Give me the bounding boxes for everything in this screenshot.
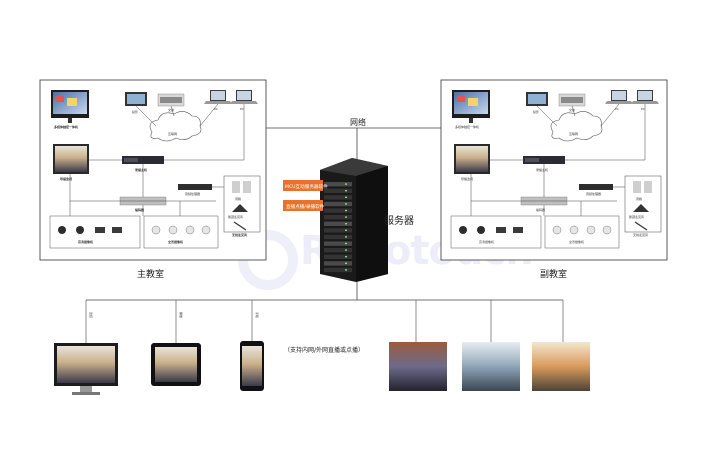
rack-led	[345, 229, 347, 231]
rack-led	[345, 249, 347, 251]
rack-slot	[324, 228, 352, 233]
server-tag-1: MCU互动服务器软件	[285, 183, 328, 190]
rack-led	[345, 262, 347, 264]
sub-room-label: 副教室	[540, 268, 567, 280]
rack-led	[345, 209, 347, 212]
svg-text:多媒体触控一体机: 多媒体触控一体机	[54, 124, 78, 129]
rack-led	[345, 236, 347, 238]
network-label: 网络	[350, 117, 366, 127]
server-rack-slots	[324, 182, 352, 273]
support-note: （支持内网/外网直播或点播）	[284, 346, 364, 354]
server-tag-1-box	[283, 180, 323, 191]
svg-text:全景摄像机: 全景摄像机	[168, 239, 183, 244]
server-tag-2: 直播点播/录播软件	[286, 203, 325, 210]
phone-client	[240, 341, 264, 391]
desktop-monitor-client	[54, 343, 118, 395]
rack-slot	[324, 261, 352, 266]
rack-slot	[324, 234, 352, 240]
rack-led	[345, 183, 347, 185]
svg-text:录播主机: 录播主机	[135, 167, 147, 172]
rack-slot	[324, 254, 352, 259]
rack-led	[345, 242, 347, 245]
rack-slot	[324, 188, 352, 193]
rack-slot	[324, 215, 352, 220]
svg-text:高清摄像机: 高清摄像机	[78, 239, 93, 244]
rack-led	[345, 196, 347, 198]
rack-led	[345, 223, 347, 225]
main-room-labels: 多媒体触控一体机 导播监视 录播主机 编码器 高清摄像机 全景摄像机 无线麦克风	[54, 124, 247, 244]
rack-slot	[324, 195, 352, 200]
rack-led	[345, 190, 347, 192]
rack-led	[345, 269, 347, 271]
sub-classroom-diagram	[440, 79, 668, 261]
rack-led	[345, 256, 347, 258]
client-tag-monitor: 监控	[89, 312, 94, 318]
rack-slot	[324, 248, 352, 253]
server-label: 服务器	[384, 214, 414, 227]
client-tag-phone: 手机	[255, 312, 260, 318]
rack-slot	[324, 241, 352, 246]
lecture-photo-2	[462, 342, 520, 391]
main-room-label: 主教室	[137, 268, 164, 280]
rack-slot	[324, 208, 352, 213]
rack-slot	[324, 201, 352, 207]
rack-slot	[324, 182, 352, 187]
rack-led	[345, 203, 347, 205]
lecture-photo-1	[389, 342, 447, 391]
lecture-photo-3	[532, 342, 590, 391]
svg-text:导播监视: 导播监视	[60, 176, 72, 181]
tablet-client	[151, 343, 201, 386]
rack-slot	[324, 267, 352, 273]
client-tag-tablet: 播放	[179, 312, 184, 318]
svg-text:无线麦克风: 无线麦克风	[232, 232, 247, 237]
rack-slot	[324, 221, 352, 226]
server-tag-2-box	[283, 200, 323, 211]
svg-text:编码器: 编码器	[135, 207, 144, 212]
rack-led	[345, 216, 347, 218]
